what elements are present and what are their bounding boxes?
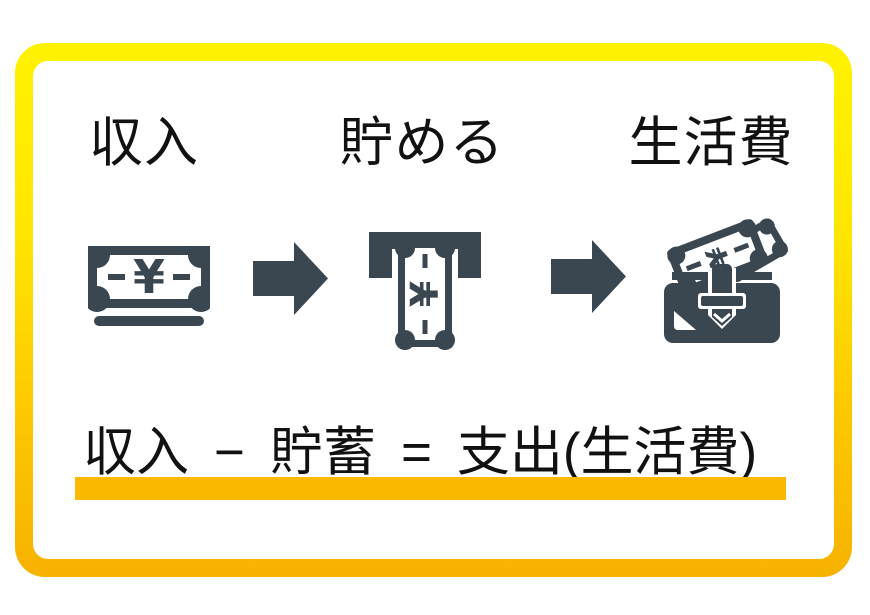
formula-income: 収入 (83, 423, 189, 482)
yen-symbol: ¥ (403, 281, 447, 307)
arrow-right-icon (253, 242, 328, 315)
equals-operator: = (400, 423, 432, 482)
yen-banknote-icon: ¥ (88, 246, 210, 326)
formula: 収入 − 貯蓄 = 支出(生活費) (83, 410, 757, 486)
yen-symbol: ¥ (133, 250, 165, 304)
minus-operator: − (214, 423, 245, 482)
arrow-right-icon (551, 240, 626, 313)
step-label-income: 収入 (89, 113, 199, 173)
atm-deposit-icon: ¥ (369, 232, 481, 350)
underline-bar (75, 477, 786, 500)
formula-expenses: 支出(生活費) (456, 423, 758, 482)
step-label-living-expenses: 生活費 (628, 113, 794, 173)
step-label-save: 貯める (339, 113, 505, 173)
formula-savings: 貯蓄 (269, 423, 376, 482)
wallet-cash-icon: ¥ (664, 218, 788, 343)
